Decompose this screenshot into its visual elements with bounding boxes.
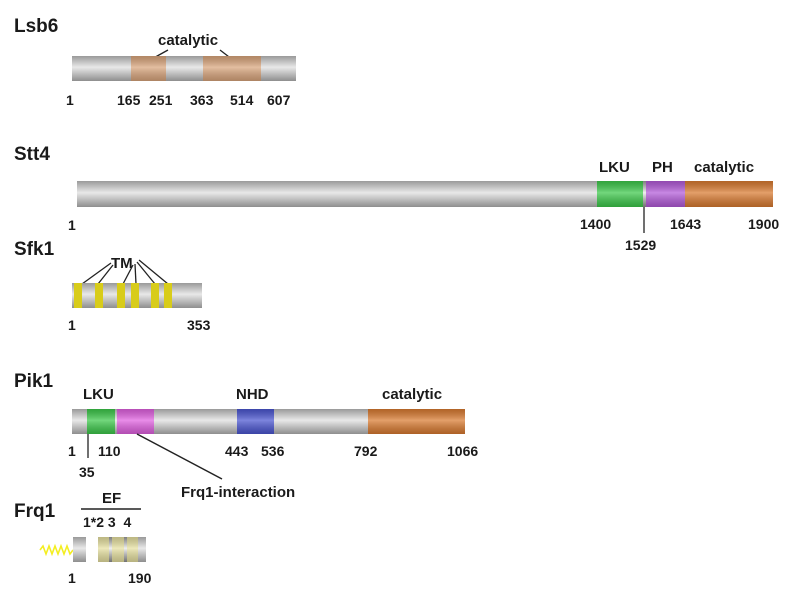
frq1-pos-190: 190 bbox=[128, 570, 152, 586]
sfk1-tm-line-1 bbox=[81, 262, 112, 285]
pik1-shade-catalytic bbox=[368, 409, 465, 434]
pik1-nhd-label: NHD bbox=[236, 386, 269, 403]
sfk1-tm-line-2 bbox=[97, 264, 114, 285]
protein-sfk1: Sfk1 TM 1 353 bbox=[14, 239, 211, 333]
protein-name-pik1: Pik1 bbox=[14, 371, 54, 392]
pik1-shade-lku bbox=[87, 409, 115, 434]
pik1-pos-443: 443 bbox=[225, 443, 249, 459]
lsb6-pos-514: 514 bbox=[230, 92, 254, 108]
frq1-ef1-inactive bbox=[86, 537, 98, 562]
stt4-domain-shade bbox=[597, 181, 773, 207]
lsb6-domain-shade-1 bbox=[131, 56, 166, 81]
pik1-pos-35: 35 bbox=[79, 464, 95, 480]
pik1-pos-110: 110 bbox=[98, 443, 121, 459]
frq1-ef-label: EF bbox=[102, 490, 121, 507]
pik1-pos-1066: 1066 bbox=[447, 443, 478, 459]
sfk1-pos-353: 353 bbox=[187, 317, 211, 333]
stt4-pos-1900: 1900 bbox=[748, 216, 779, 232]
sfk1-pos-1: 1 bbox=[68, 317, 76, 333]
frq1-myristoyl-anchor bbox=[39, 543, 74, 557]
stt4-pos-1643: 1643 bbox=[670, 216, 701, 232]
sfk1-tm-segment-1 bbox=[74, 283, 82, 308]
pik1-pos-536: 536 bbox=[261, 443, 285, 459]
stt4-pos-1400: 1400 bbox=[580, 216, 611, 232]
pik1-frq1-interaction-label: Frq1-interaction bbox=[181, 484, 295, 501]
pik1-interaction-pointer bbox=[136, 433, 223, 480]
stt4-pos-1529: 1529 bbox=[625, 237, 656, 253]
sfk1-tm-segment-2 bbox=[95, 283, 103, 308]
sfk1-tm-line-4 bbox=[134, 263, 137, 285]
frq1-pos-1: 1 bbox=[68, 570, 76, 586]
lsb6-backbone bbox=[72, 56, 296, 81]
pik1-shade-nhd bbox=[237, 409, 274, 434]
stt4-catalytic-label: catalytic bbox=[694, 159, 754, 176]
pik1-pos-792: 792 bbox=[354, 443, 378, 459]
pik1-shade-interaction bbox=[117, 409, 154, 434]
sfk1-tm-segment-5 bbox=[151, 283, 159, 308]
sfk1-tm-line-5 bbox=[136, 261, 156, 285]
lsb6-catalytic-label: catalytic bbox=[158, 32, 218, 49]
lsb6-pos-1: 1 bbox=[66, 92, 74, 108]
protein-name-lsb6: Lsb6 bbox=[14, 16, 58, 37]
sfk1-tm-label: TM bbox=[111, 255, 133, 272]
sfk1-tm-segment-3 bbox=[117, 283, 125, 308]
lsb6-domain-shade-2 bbox=[203, 56, 261, 81]
protein-lsb6: Lsb6 catalytic 1 165 251 363 514 607 bbox=[14, 16, 296, 108]
lsb6-pos-363: 363 bbox=[190, 92, 214, 108]
frq1-ef-numbers: 1*2 3 4 bbox=[83, 514, 131, 530]
protein-name-sfk1: Sfk1 bbox=[14, 239, 55, 260]
protein-name-frq1: Frq1 bbox=[14, 501, 56, 522]
pik1-lku-label: LKU bbox=[83, 386, 114, 403]
protein-frq1: Frq1 EF 1*2 3 4 1 190 bbox=[14, 490, 152, 586]
protein-name-stt4: Stt4 bbox=[14, 144, 50, 165]
frq1-ef-shade bbox=[98, 537, 138, 562]
lsb6-pos-251: 251 bbox=[149, 92, 173, 108]
sfk1-tm-segment-6 bbox=[164, 283, 172, 308]
protein-stt4: Stt4 LKU PH catalytic 1 1400 1529 1643 1… bbox=[14, 144, 779, 253]
pik1-catalytic-label: catalytic bbox=[382, 386, 442, 403]
stt4-ph-label: PH bbox=[652, 159, 673, 176]
sfk1-tm-line-6 bbox=[138, 259, 169, 285]
pik1-pos-1: 1 bbox=[68, 443, 76, 459]
lsb6-pos-607: 607 bbox=[267, 92, 291, 108]
sfk1-tm-line-3 bbox=[122, 264, 134, 285]
stt4-pos-1: 1 bbox=[68, 217, 76, 233]
protein-pik1: Pik1 LKU NHD catalytic 1 35 110 443 536 … bbox=[14, 371, 478, 501]
stt4-lku-label: LKU bbox=[599, 159, 630, 176]
sfk1-tm-segment-4 bbox=[131, 283, 139, 308]
lsb6-pos-165: 165 bbox=[117, 92, 141, 108]
